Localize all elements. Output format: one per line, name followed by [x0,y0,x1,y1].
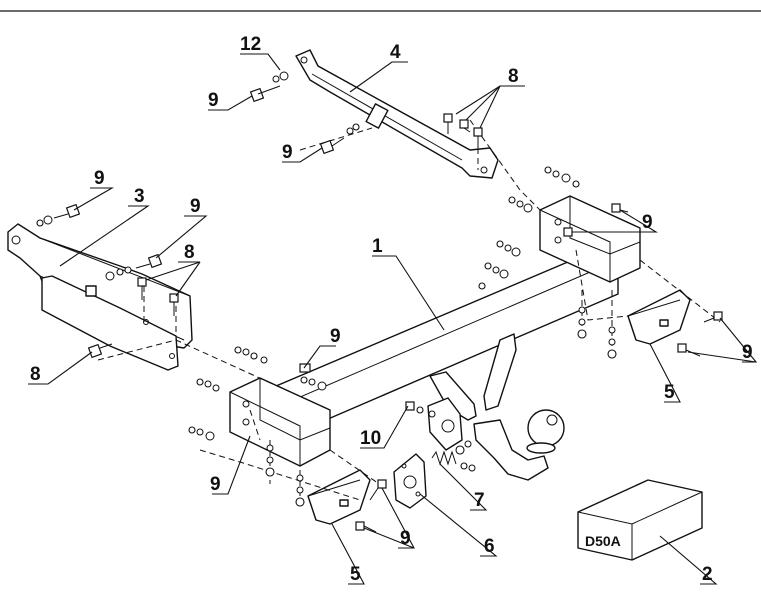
callout-9-center: 9 [330,326,341,347]
callout-6: 6 [484,536,495,557]
part-3-left-bracket [7,223,193,371]
callout-9-top-left: 9 [208,90,219,111]
callout-1: 1 [372,236,383,257]
callout-8-top: 8 [508,66,519,87]
callout-8-left: 8 [184,242,195,263]
callout-7: 7 [474,490,485,511]
callout-10: 10 [360,428,381,449]
callout-9-lower-center: 9 [400,528,411,549]
callout-2: 2 [702,564,713,585]
callout-labels: 12 4 8 9 9 9 3 9 1 8 9 9 9 8 5 10 9 7 9 … [30,34,753,585]
part-5-left-bracket [307,469,371,525]
callout-5-left: 5 [350,564,361,585]
part-5-right-bracket [627,289,691,345]
part-6-socket-bracket [393,453,427,509]
callout-3: 3 [134,186,145,207]
callout-9-left-upper: 9 [94,168,105,189]
leader-lines [28,53,758,585]
part-7-spring [431,450,476,472]
part-2-box: D50A [577,479,703,561]
callout-9-right-lower: 9 [742,342,753,363]
hardware [36,71,723,533]
callout-9-right: 9 [642,212,653,233]
callout-4: 4 [390,42,401,63]
part-1-main-crossbar [229,195,641,481]
callout-9-lower-left: 9 [210,474,221,495]
callout-12: 12 [240,34,261,55]
callout-5-right: 5 [664,382,675,403]
box-code-label: D50A [585,533,621,549]
callout-9-mid: 9 [282,142,293,163]
part-4-upper-bracket [295,49,499,179]
callout-9-left-mid: 9 [190,196,201,217]
callout-8-lower-left: 8 [30,364,41,385]
